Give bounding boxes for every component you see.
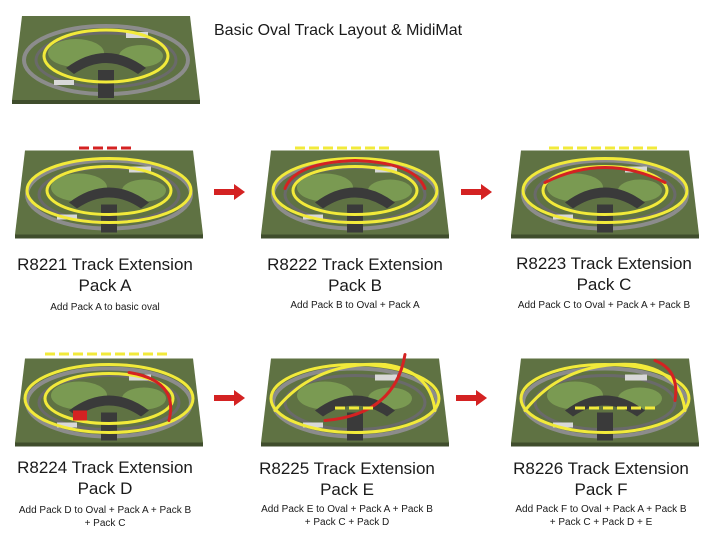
pack-a-loose-pieces xyxy=(121,146,131,150)
pack-a-outer-track xyxy=(25,157,193,224)
pack-e-arc-track xyxy=(273,362,437,412)
pack-d-loose-pieces xyxy=(129,352,139,356)
pack-c-loose-pieces xyxy=(619,146,629,150)
pack-c-loose-pieces xyxy=(563,146,573,150)
pack-d-loose-pieces xyxy=(73,352,83,356)
pack-b-loose-pieces xyxy=(379,146,389,150)
pack-b-new-track xyxy=(283,158,427,190)
pack-d-loose-pieces xyxy=(115,352,125,356)
pack-b-outer-track xyxy=(271,157,439,224)
main-title: Basic Oval Track Layout & MidiMat xyxy=(214,22,463,39)
pack-d-loose-pieces xyxy=(59,352,69,356)
pack-d-inner-track xyxy=(43,372,175,425)
pack-c-title-line2: Pack C xyxy=(576,275,632,294)
pack-f-siding-pieces xyxy=(617,406,627,410)
pack-f-siding-pieces xyxy=(575,406,585,410)
pack-b-loose-pieces xyxy=(365,146,375,150)
pack-b-title: R8222 Track Extension Pack B xyxy=(240,254,470,296)
pack-f-siding-pieces xyxy=(589,406,599,410)
pack-d-loose-pieces xyxy=(143,352,153,356)
pack-a-loose-pieces xyxy=(79,146,89,150)
pack-f-desc-line1: Add Pack F to Oval + Pack A + Pack B xyxy=(515,504,687,515)
pack-c-new-track xyxy=(543,166,667,184)
pack-d-title-line1: R8224 Track Extension xyxy=(17,458,193,477)
pack-d-desc-line2: + Pack C xyxy=(84,518,126,529)
pack-a-description: Add Pack A to basic oval xyxy=(0,301,220,314)
pack-c-loose-pieces xyxy=(577,146,587,150)
pack-f-layout-board xyxy=(511,358,699,447)
pack-d-outer-track xyxy=(23,363,195,434)
pack-c-desc-line1: Add Pack C to Oval + Pack A + Pack B xyxy=(517,300,691,311)
pack-c-loose-pieces xyxy=(633,146,643,150)
pack-f-title-line1: R8226 Track Extension xyxy=(513,459,689,478)
pack-b-loose-pieces xyxy=(309,146,319,150)
pack-e-new-track xyxy=(323,353,407,422)
pack-d-title-line2: Pack D xyxy=(77,479,133,498)
pack-e-siding-pieces xyxy=(363,406,373,410)
pack-f-siding-pieces xyxy=(631,406,641,410)
pack-a-loose-pieces xyxy=(93,146,103,150)
pack-e-title-line1: R8225 Track Extension xyxy=(259,459,435,478)
pack-c-layout-board xyxy=(511,146,699,239)
pack-f-siding-pieces xyxy=(645,406,655,410)
pack-c-title-line1: R8223 Track Extension xyxy=(516,254,692,273)
basic-oval-track xyxy=(42,28,170,84)
pack-a-title-line2: Pack A xyxy=(78,276,132,295)
pack-b-loose-pieces xyxy=(323,146,333,150)
basic-oval-layout-board xyxy=(12,16,200,104)
pack-d-loose-pieces xyxy=(87,352,97,356)
pack-f-new-track xyxy=(653,359,678,402)
pack-d-desc-line1: Add Pack D to Oval + Pack A + Pack B xyxy=(18,505,192,516)
pack-e-layout-board xyxy=(261,353,449,447)
pack-c-outer-track xyxy=(521,157,689,224)
pack-d-loose-pieces xyxy=(157,352,167,356)
pack-b-loose-pieces xyxy=(295,146,305,150)
pack-c-title: R8223 Track Extension Pack C xyxy=(489,253,714,295)
pack-d-loose-pieces xyxy=(45,352,55,356)
pack-c-loose-pieces xyxy=(647,146,657,150)
pack-b-title-line1: R8222 Track Extension xyxy=(267,255,443,274)
pack-e-siding-pieces xyxy=(335,406,345,410)
pack-d-new-track xyxy=(127,371,173,422)
pack-c-loose-pieces xyxy=(591,146,601,150)
arrow-a-to-b-icon xyxy=(214,184,245,200)
pack-b-desc-line1: Add Pack B to Oval + Pack A xyxy=(290,300,420,311)
pack-d-title: R8224 Track Extension Pack D xyxy=(0,457,220,499)
pack-a-inner-track xyxy=(45,165,173,216)
pack-d-new-piece xyxy=(73,410,87,421)
pack-e-desc-line2: + Pack C + Pack D xyxy=(304,517,390,528)
pack-a-layout-board xyxy=(15,146,203,239)
pack-e-title-line2: Pack E xyxy=(320,480,374,499)
pack-a-title: R8221 Track Extension Pack A xyxy=(0,254,220,296)
pack-e-title: R8225 Track Extension Pack E xyxy=(232,458,462,500)
arrow-b-to-c-icon xyxy=(461,184,492,200)
pack-b-inner-track xyxy=(291,165,419,216)
pack-e-desc-line1: Add Pack E to Oval + Pack A + Pack B xyxy=(261,504,433,515)
pack-d-description: Add Pack D to Oval + Pack A + Pack B + P… xyxy=(0,504,220,530)
pack-a-title-line1: R8221 Track Extension xyxy=(17,255,193,274)
pack-a-loose-pieces xyxy=(107,146,117,150)
pack-c-description: Add Pack C to Oval + Pack A + Pack B xyxy=(489,299,714,312)
pack-f-description: Add Pack F to Oval + Pack A + Pack B + P… xyxy=(486,503,714,529)
pack-b-loose-pieces xyxy=(337,146,347,150)
pack-d-layout-board xyxy=(15,352,203,447)
pack-b-layout-board xyxy=(261,146,449,239)
pack-f-title-line2: Pack F xyxy=(574,480,628,499)
pack-f-siding-pieces xyxy=(603,406,613,410)
pack-f-desc-line2: + Pack C + Pack D + E xyxy=(549,517,653,528)
pack-b-title-line2: Pack B xyxy=(328,276,382,295)
pack-d-loose-pieces xyxy=(101,352,111,356)
pack-b-description: Add Pack B to Oval + Pack A xyxy=(240,299,470,312)
pack-a-desc-line1: Add Pack A to basic oval xyxy=(50,302,160,313)
arrow-d-to-e-icon xyxy=(214,390,245,406)
pack-e-siding-pieces xyxy=(349,406,359,410)
pack-e-description: Add Pack E to Oval + Pack A + Pack B + P… xyxy=(232,503,462,529)
arrow-e-to-f-icon xyxy=(456,390,487,406)
pack-f-title: R8226 Track Extension Pack F xyxy=(486,458,714,500)
pack-b-loose-pieces xyxy=(351,146,361,150)
pack-c-loose-pieces xyxy=(605,146,615,150)
pack-c-loose-pieces xyxy=(549,146,559,150)
